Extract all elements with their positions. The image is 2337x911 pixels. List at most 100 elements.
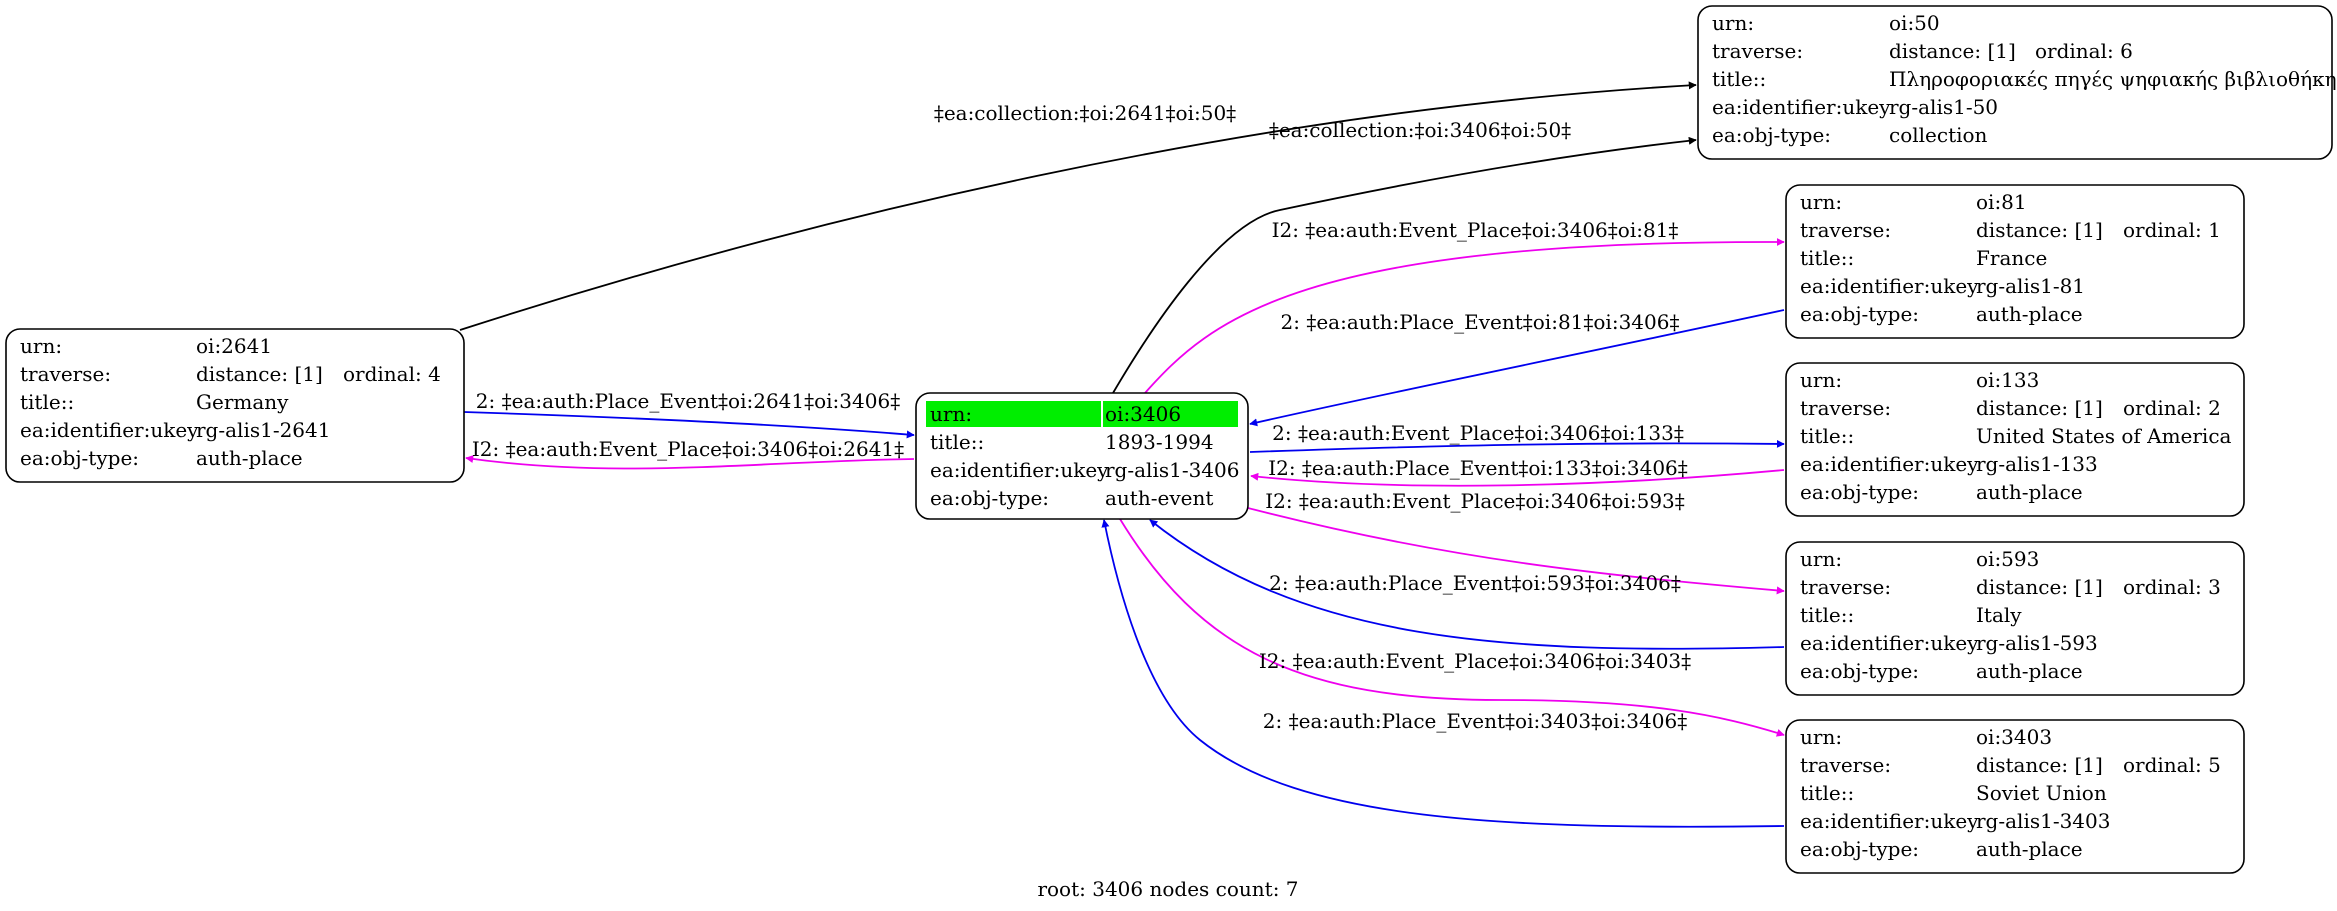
field-value: rg-alis1-593: [1976, 631, 2098, 655]
root-highlight-value: [1103, 401, 1238, 427]
field-value: distance: [1]: [1976, 753, 2103, 777]
field-key: ea:obj-type:: [20, 446, 139, 470]
field-value: auth-event: [1105, 486, 1213, 510]
field-value: auth-place: [1976, 837, 2083, 861]
field-value: auth-place: [1976, 302, 2083, 326]
edge-label: 2: ‡ea:auth:Place_Event‡oi:2641‡oi:3406‡: [476, 389, 900, 413]
edge-3406-to-593: I2: ‡ea:auth:Event_Place‡oi:3406‡oi:593‡: [1247, 489, 1785, 595]
edge-label: I2: ‡ea:auth:Event_Place‡oi:3406‡oi:593‡: [1265, 489, 1685, 513]
field-value: oi:50: [1889, 11, 1940, 35]
edge-line: [465, 455, 915, 470]
edge-label: ‡ea:collection:‡oi:2641‡oi:50‡: [934, 101, 1236, 125]
graph-caption: root: 3406 nodes count: 7: [1037, 877, 1298, 901]
field-extra: ordinal: 3: [2123, 575, 2221, 599]
node-box: [1785, 541, 2245, 696]
field-extra: ordinal: 1: [2123, 218, 2221, 242]
edge-line: [1101, 519, 1785, 828]
edge-line: [1144, 237, 1785, 394]
field-value: Germany: [196, 390, 289, 414]
field-key: traverse:: [1712, 39, 1803, 63]
field-key: title::: [1800, 424, 1854, 448]
field-key: title::: [1800, 603, 1854, 627]
edge-label: 2: ‡ea:auth:Place_Event‡oi:3403‡oi:3406‡: [1263, 709, 1687, 733]
field-key: ea:obj-type:: [1800, 659, 1919, 683]
field-key: ea:identifier:ukey: [1712, 95, 1891, 119]
field-key: traverse:: [20, 362, 111, 386]
field-value: auth-place: [1976, 659, 2083, 683]
field-value: oi:81: [1976, 190, 2027, 214]
root-highlight-key: [926, 401, 1101, 427]
field-value: France: [1976, 246, 2047, 270]
edge-593-to-3406: 2: ‡ea:auth:Place_Event‡oi:593‡oi:3406‡: [1149, 519, 1785, 650]
field-key: traverse:: [1800, 396, 1891, 420]
edge-label: 2: ‡ea:auth:Place_Event‡oi:81‡oi:3406‡: [1281, 310, 1680, 334]
field-key: ea:identifier:ukey: [20, 418, 199, 442]
edge-3406-to-2641: I2: ‡ea:auth:Event_Place‡oi:3406‡oi:2641…: [465, 437, 915, 470]
edges-layer: ‡ea:collection:‡oi:2641‡oi:50‡‡ea:collec…: [459, 81, 1785, 828]
nodes-layer: urn: oi:2641 traverse: distance: [1] ordinal…: [5, 5, 2337, 874]
edge-line: [1247, 507, 1785, 595]
field-value: Italy: [1976, 603, 2022, 627]
field-key: traverse:: [1800, 218, 1891, 242]
node-box: [1785, 184, 2245, 339]
edge-line: [1149, 519, 1785, 650]
field-key: ea:obj-type:: [1800, 837, 1919, 861]
field-key: title::: [930, 430, 984, 454]
field-value: distance: [1]: [1889, 39, 2016, 63]
field-value: Πληροφοριακές πηγές ψηφιακής βιβλιοθήκης: [1889, 67, 2337, 91]
edge-3406-to-81: I2: ‡ea:auth:Event_Place‡oi:3406‡oi:81‡: [1144, 218, 1785, 394]
node-box: [1785, 362, 2245, 517]
edge-2641-to-3406: 2: ‡ea:auth:Place_Event‡oi:2641‡oi:3406‡: [463, 389, 915, 439]
field-value: rg-alis1-81: [1976, 274, 2085, 298]
node-box: [1785, 719, 2245, 874]
edge-3403-to-3406: 2: ‡ea:auth:Place_Event‡oi:3403‡oi:3406‡: [1101, 519, 1785, 828]
edge-line: [1119, 518, 1785, 737]
field-extra: ordinal: 6: [2035, 39, 2133, 63]
field-value: distance: [1]: [1976, 396, 2103, 420]
field-key: urn:: [1800, 190, 1842, 214]
field-value: distance: [1]: [196, 362, 323, 386]
field-key: title::: [20, 390, 74, 414]
edge-2641-to-50: ‡ea:collection:‡oi:2641‡oi:50‡: [459, 81, 1697, 331]
field-extra: ordinal: 5: [2123, 753, 2221, 777]
node-oi-3406[interactable]: urn:oi:3406title::1893-1994ea:identifier…: [915, 392, 1249, 520]
field-key: title::: [1712, 67, 1766, 91]
edge-label: 2: ‡ea:auth:Place_Event‡oi:593‡oi:3406‡: [1269, 571, 1681, 595]
edge-line: [1112, 136, 1697, 394]
field-value: United States of America: [1976, 424, 2232, 448]
field-key: ea:obj-type:: [1800, 302, 1919, 326]
field-key: ea:identifier:ukey: [1800, 452, 1979, 476]
field-value: rg-alis1-3406: [1105, 458, 1239, 482]
edge-line: [459, 81, 1697, 331]
edge-label: I2: ‡ea:auth:Event_Place‡oi:3406‡oi:81‡: [1272, 218, 1679, 242]
field-value: rg-alis1-133: [1976, 452, 2098, 476]
field-value: oi:133: [1976, 368, 2039, 392]
field-key: ea:obj-type:: [930, 486, 1049, 510]
field-value: distance: [1]: [1976, 575, 2103, 599]
field-key: urn:: [1800, 368, 1842, 392]
field-key: ea:identifier:ukey: [1800, 631, 1979, 655]
field-value: oi:2641: [196, 334, 272, 358]
field-key: traverse:: [1800, 753, 1891, 777]
edge-label: I2: ‡ea:auth:Place_Event‡oi:133‡oi:3406‡: [1268, 456, 1688, 480]
field-key: title::: [1800, 246, 1854, 270]
node-box: [5, 328, 465, 483]
edge-81-to-3406: 2: ‡ea:auth:Place_Event‡oi:81‡oi:3406‡: [1249, 309, 1785, 427]
field-key: urn:: [1800, 547, 1842, 571]
field-value: oi:3403: [1976, 725, 2052, 749]
edge-label: I2: ‡ea:auth:Event_Place‡oi:3406‡oi:3403…: [1259, 649, 1691, 673]
edge-line: [1249, 439, 1785, 453]
node-box: [1697, 5, 2333, 160]
edge-133-to-3406: I2: ‡ea:auth:Place_Event‡oi:133‡oi:3406‡: [1250, 456, 1785, 487]
field-value: 1893-1994: [1105, 430, 1214, 454]
edge-label: I2: ‡ea:auth:Event_Place‡oi:3406‡oi:2641…: [472, 437, 904, 461]
field-value: rg-alis1-50: [1889, 95, 1998, 119]
field-value: collection: [1889, 123, 1988, 147]
